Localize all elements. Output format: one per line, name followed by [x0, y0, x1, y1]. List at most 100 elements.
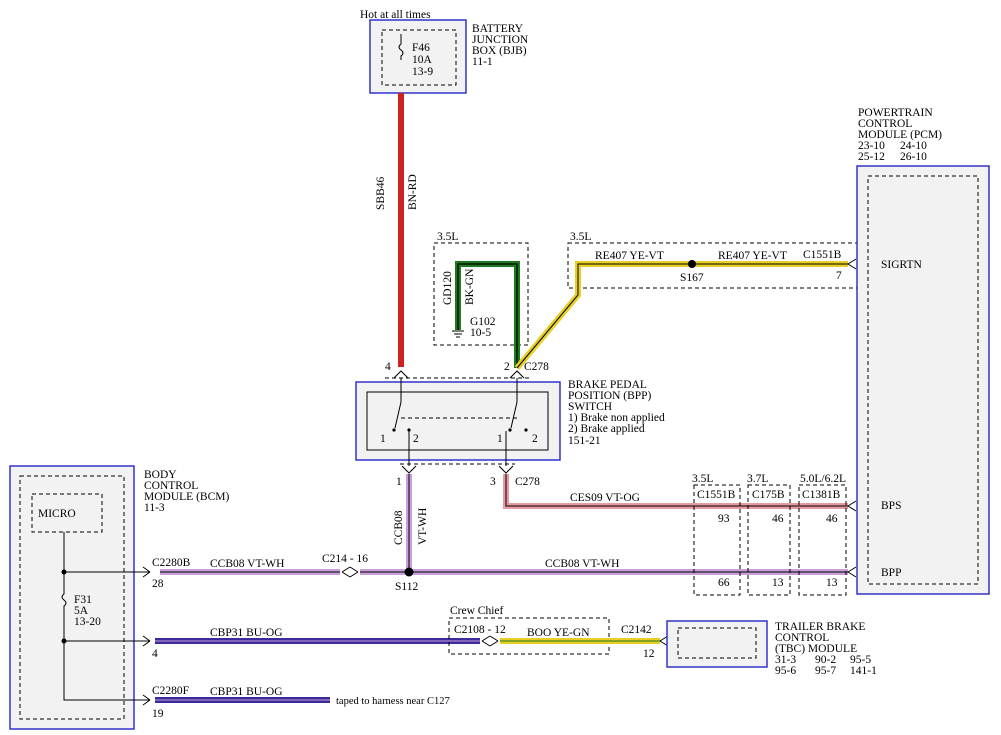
fuse-f46-ref: 13-9: [412, 66, 433, 78]
ccb08-right-label: CCB08 VT-WH: [545, 558, 619, 570]
ccb08-vertical-color: VT-WH: [417, 508, 429, 545]
bpp-state-2: 2) Brake applied: [568, 423, 645, 435]
bcm-title-4: 11-3: [144, 502, 165, 514]
switch-left-pos1: 1: [380, 433, 386, 445]
wire-ces09-tracer: [505, 474, 848, 507]
bcm-internal-wiring: [61, 532, 150, 701]
switch-left-pos2: 2: [413, 433, 419, 445]
c2280f-wire-label: CBP31 BU-OG: [210, 686, 283, 698]
c2142-label: C2142: [621, 624, 652, 636]
bjb-title-1: BATTERY: [472, 23, 524, 35]
ces09-label: CES09 VT-OG: [570, 492, 640, 504]
c2108-arrow-icon: [481, 635, 491, 647]
pcm-title-3: MODULE (PCM): [858, 129, 942, 141]
splice-s167-dot: [688, 260, 696, 268]
tbc-ref-1b: 90-2: [815, 654, 836, 666]
re407-label-left: RE407 YE-VT: [595, 250, 664, 262]
bpp-state-1: 1) Brake non applied: [568, 412, 665, 424]
pcm-module: [856, 165, 990, 595]
pin1-arrow-icon: [401, 465, 417, 474]
c175b-bps-pin: 46: [772, 513, 784, 525]
ces09-connector: C278: [515, 476, 540, 488]
crew-chief-label: Crew Chief: [450, 605, 504, 617]
pcm-title-2: CONTROL: [858, 118, 912, 130]
c278-top-label: C278: [524, 361, 549, 373]
bcm-title-2: CONTROL: [144, 480, 198, 492]
c2280f-label: C2280F: [152, 685, 189, 697]
gd120-circuit: GD120: [442, 271, 454, 305]
bpp-switch-inner: [366, 391, 549, 451]
ccb08-left-label: CCB08 VT-WH: [210, 558, 284, 570]
bcm-title-1: BODY: [144, 469, 177, 481]
wire-sbb46-circuit: SBB46: [375, 177, 387, 210]
tbc-pin: 12: [643, 648, 655, 660]
c2280f-arrow-icon: [142, 694, 151, 706]
bjb-inner-box: [381, 29, 457, 86]
pcm-ref-1b: 24-10: [900, 140, 927, 152]
tbc-ref-2a: 95-6: [775, 665, 796, 677]
tbc-ref-2b: 95-7: [815, 665, 836, 677]
c1551b-bpp-pin: 66: [718, 577, 730, 589]
pcm-title-1: POWERTRAIN: [858, 107, 933, 119]
switch-right-blade: [510, 401, 518, 429]
switch-right-pos2: 2: [532, 433, 538, 445]
c175b-name: C175B: [752, 489, 785, 501]
bcm-module: [9, 465, 135, 730]
bpp-arrow-icon: [847, 566, 857, 578]
pin4-bcm-arrow-icon: [142, 635, 151, 647]
c1551b-box: [693, 484, 741, 596]
fuse-f46-label: F46: [412, 42, 430, 54]
bpp-title-1: BRAKE PEDAL: [568, 379, 647, 391]
re407-label-right: RE407 YE-VT: [718, 250, 787, 262]
c1551b-bps-pin: 93: [718, 513, 730, 525]
bcm-title-3: MODULE (BCM): [144, 491, 229, 503]
c1381b-name: C1381B: [802, 489, 841, 501]
fuse-f31-rating: 5A: [74, 605, 89, 617]
pin4-arrow-icon: [393, 370, 409, 379]
tbc-title-1: TRAILER BRAKE: [775, 621, 865, 633]
switch-right-pos1: 1: [497, 433, 503, 445]
sbb46-pin: 4: [385, 361, 391, 373]
ces09-pin: 3: [490, 476, 496, 488]
bjb-module: [369, 19, 467, 94]
c175b-engine: 3.7L: [747, 473, 768, 485]
cbp31-label: CBP31 BU-OG: [210, 627, 283, 639]
pin3-arrow-icon: [498, 465, 514, 474]
bjb-title-3: BOX (BJB): [472, 45, 527, 57]
c2280b-pin: 28: [152, 578, 164, 590]
fuse-f31-label: F31: [74, 594, 92, 606]
pcm-sigrtn: SIGRTN: [881, 259, 923, 271]
splice-s167-label: S167: [680, 272, 704, 284]
pcm-bps: BPS: [881, 500, 901, 512]
tbc-ref-1c: 95-5: [850, 654, 871, 666]
pcm-ref-2a: 25-12: [858, 151, 885, 163]
micro-label: MICRO: [38, 508, 76, 520]
crew-chief-box: [448, 617, 610, 655]
ccb08-vertical-circuit: CCB08: [393, 510, 405, 545]
pcm-bpp: BPP: [881, 567, 901, 579]
bps-arrow-icon: [847, 500, 857, 512]
gd120-pin: 2: [504, 361, 510, 373]
bpp-ref: 151-21: [568, 435, 601, 447]
tbc-module: [666, 620, 768, 668]
g102-label: G102: [470, 316, 496, 328]
re407-pin: 7: [836, 270, 842, 282]
ccb08-vertical-pin: 1: [396, 476, 402, 488]
re407-engine: 3.5L: [570, 231, 591, 243]
gd120-color: BK-GN: [464, 268, 476, 305]
c214-label: C214 - 16: [322, 553, 368, 565]
tbc-title-2: CONTROL: [775, 632, 829, 644]
re407-arrow-icon: [847, 258, 857, 270]
splice-s112-label: S112: [395, 581, 418, 593]
wire-ces09: [503, 474, 848, 509]
tbc-title-3: (TBC) MODULE: [775, 643, 857, 655]
fuse-f46-rating: 10A: [412, 54, 433, 66]
c1551b-engine: 3.5L: [692, 473, 713, 485]
splice-s112-dot: [404, 567, 414, 577]
c175b-bpp-pin: 13: [772, 577, 784, 589]
pin2-arrow-icon: [509, 370, 525, 379]
c214-arrow-icon: [341, 566, 351, 578]
micro-box: [31, 493, 103, 533]
